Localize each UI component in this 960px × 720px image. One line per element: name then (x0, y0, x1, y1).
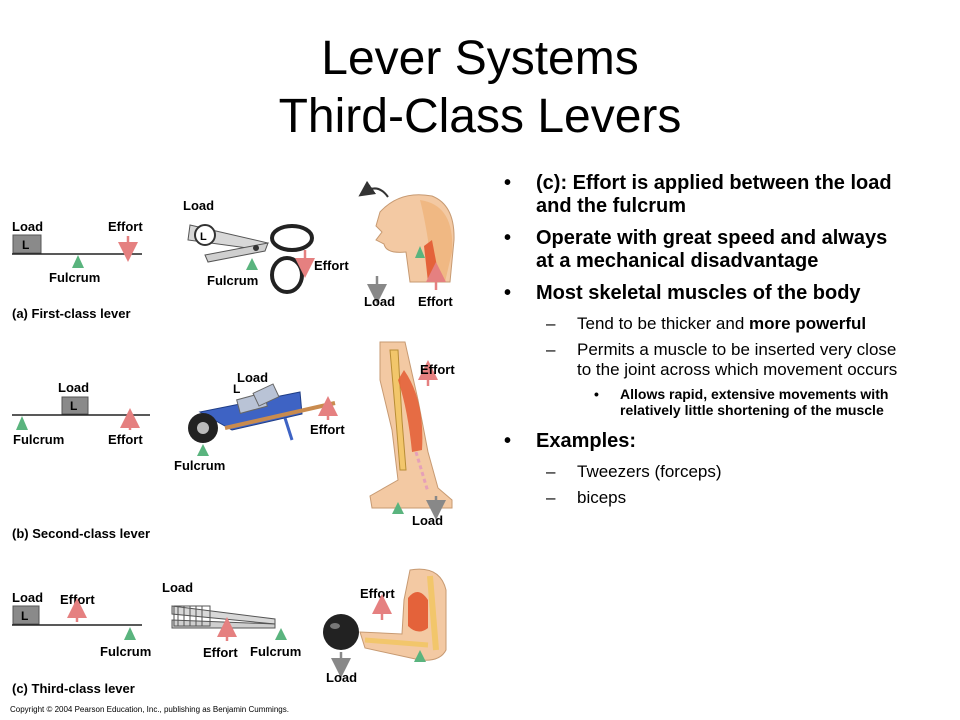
load-label: Load (326, 670, 357, 685)
lever-classes-figure: Load Effort L Fulcrum Load L Effort Fulc… (10, 180, 455, 714)
title-line-2: Third-Class Levers (278, 90, 682, 143)
load-label: Load (412, 513, 443, 528)
fulcrum-triangle (414, 650, 426, 662)
bullet-item: • Most skeletal muscles of the body (500, 282, 900, 305)
first-class-lever-diagram: Load Effort L Fulcrum (12, 219, 143, 285)
effort-label: Effort (310, 422, 345, 437)
load-letter: L (22, 238, 29, 252)
fulcrum-triangle (246, 258, 258, 270)
bullet-marker: • (504, 430, 512, 452)
sub-bullet-item: – Permits a muscle to be inserted very c… (500, 340, 900, 380)
load-circle (194, 224, 216, 246)
effort-label: Effort (360, 586, 395, 601)
effort-label: Effort (420, 362, 455, 377)
bullet-marker: • (594, 386, 599, 402)
fulcrum-triangle (72, 255, 84, 268)
fulcrum-triangle (124, 627, 136, 640)
fulcrum-label: Fulcrum (13, 432, 64, 447)
load-label: Load (12, 219, 43, 234)
fulcrum-label: Fulcrum (207, 273, 258, 288)
fulcrum-triangle (415, 246, 425, 258)
title-line-1: Lever Systems (321, 32, 639, 85)
fulcrum-label: Fulcrum (49, 270, 100, 285)
ball-load (323, 614, 359, 650)
sub-sub-bullet-item: • Allows rapid, extensive movements with… (500, 386, 900, 418)
load-box (12, 605, 40, 625)
sub-bullet-item: – biceps (500, 488, 900, 508)
fulcrum-label: Fulcrum (100, 644, 151, 659)
sub-bullet-text: Permits a muscle to be inserted very clo… (577, 340, 898, 379)
sub-bullet-item: – Tweezers (forceps) (500, 462, 900, 482)
bullet-text: Most skeletal muscles of the body (536, 282, 861, 304)
load-box (12, 234, 42, 254)
dash-marker: – (546, 340, 556, 359)
load-letter: L (233, 382, 240, 396)
bullet-marker: • (504, 227, 512, 249)
sub-bullet-text: biceps (577, 488, 627, 507)
fulcrum-triangle (197, 444, 209, 456)
fulcrum-triangle (392, 502, 404, 514)
sub-bullet-text: Tend to be thicker and (577, 314, 750, 333)
fulcrum-label: Fulcrum (174, 458, 225, 473)
bullet-text: Examples: (536, 430, 637, 452)
effort-label: Effort (108, 219, 143, 234)
forearm-biceps-illustration: Effort Load (323, 568, 447, 685)
leg-calf-illustration: Effort Load (369, 341, 455, 528)
sub-bullet-emphasis: more powerful (749, 314, 867, 333)
bullet-text: (c): Effort is applied between the load … (536, 172, 892, 217)
effort-label: Effort (108, 432, 143, 447)
caption-first-class: (a) First-class lever (12, 306, 131, 321)
effort-label: Effort (60, 592, 95, 607)
load-letter: L (21, 609, 28, 623)
slide-title: Lever Systems Third-Class Levers (0, 30, 960, 146)
copyright-note: Copyright © 2004 Pearson Education, Inc.… (10, 705, 289, 714)
dash-marker: – (546, 488, 556, 507)
second-class-lever-diagram: Load L Fulcrum Effort (12, 380, 150, 447)
effort-label: Effort (314, 258, 349, 273)
load-letter: L (200, 231, 207, 243)
caption-second-class: (b) Second-class lever (12, 526, 150, 541)
sub-bullet-item: – Tend to be thicker and more powerful (500, 314, 900, 334)
scissors-illustration: Load L Effort Fulcrum (183, 198, 349, 294)
bullet-text: Operate with great speed and always at a… (536, 227, 888, 272)
caption-third-class: (c) Third-class lever (12, 681, 135, 696)
load-letter: L (70, 399, 77, 413)
wheelbarrow-illustration: Load L Effort Fulcrum (174, 370, 345, 473)
load-label: Load (12, 590, 43, 605)
tweezers-illustration: Load Effort Fulcrum (162, 580, 301, 660)
fulcrum-triangle (16, 416, 28, 430)
fulcrum-label: Fulcrum (250, 644, 301, 659)
bullet-item: • (c): Effort is applied between the loa… (500, 172, 900, 218)
load-label: Load (183, 198, 214, 213)
load-label: Load (58, 380, 89, 395)
third-class-lever-diagram: Load Effort L Fulcrum (12, 590, 151, 659)
bullet-item: • Operate with great speed and always at… (500, 227, 900, 273)
load-label: Load (364, 294, 395, 309)
bullet-marker: • (504, 282, 512, 304)
load-label: Load (162, 580, 193, 595)
effort-label: Effort (203, 645, 238, 660)
dash-marker: – (546, 314, 556, 333)
load-label: Load (237, 370, 268, 385)
bullet-item: • Examples: (500, 430, 900, 453)
effort-label: Effort (418, 294, 453, 309)
head-neck-illustration: Load Effort (358, 180, 455, 309)
handle (224, 401, 336, 430)
fulcrum-triangle (275, 628, 287, 640)
load-box (61, 396, 89, 415)
sub-sub-bullet-text: Allows rapid, extensive movements with r… (620, 386, 889, 418)
bullet-list: • (c): Effort is applied between the loa… (500, 172, 900, 514)
bullet-marker: • (504, 172, 512, 194)
sub-bullet-text: Tweezers (forceps) (577, 462, 722, 481)
dash-marker: – (546, 462, 556, 481)
